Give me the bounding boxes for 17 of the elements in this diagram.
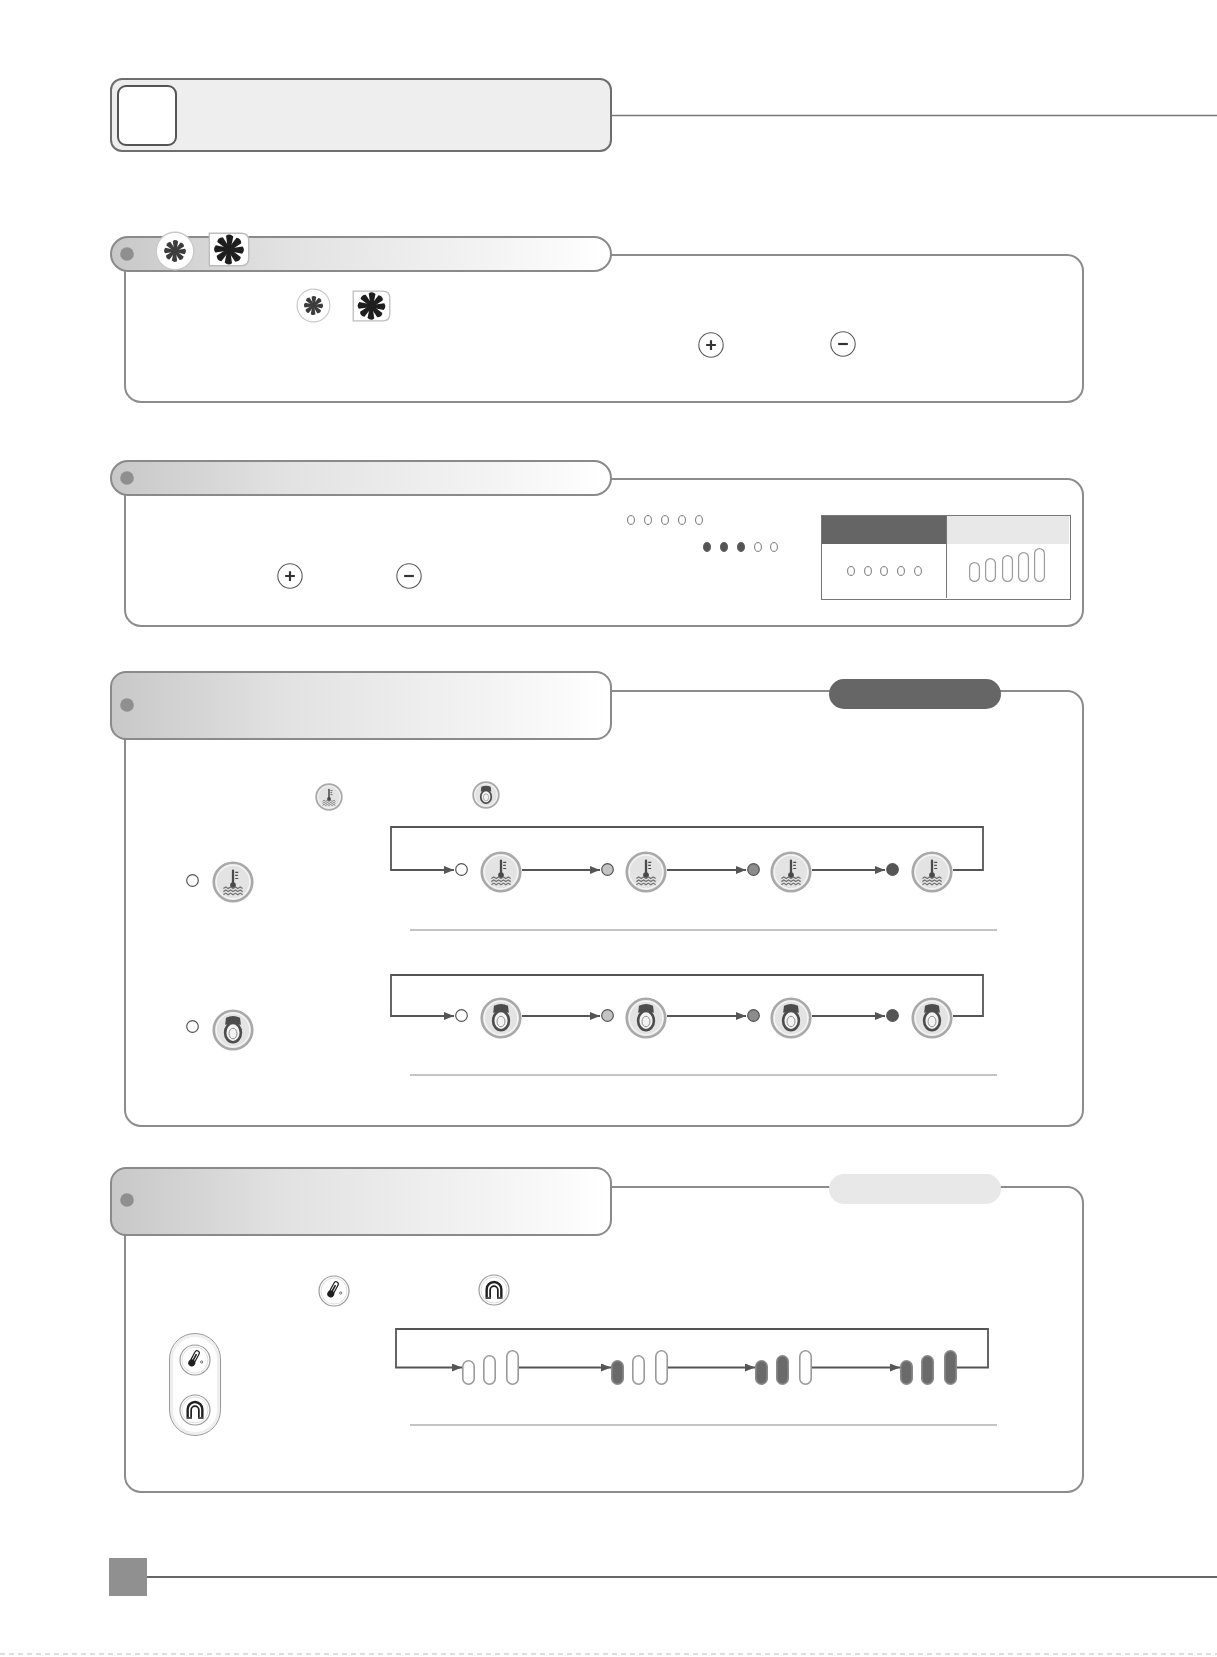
flow-arrow — [667, 1363, 756, 1372]
section-panel — [110, 671, 1084, 1127]
flow-arrow — [811, 1012, 886, 1020]
section-panel — [110, 460, 1084, 627]
flow-arrow — [521, 1012, 601, 1020]
section-panel — [110, 1167, 1084, 1493]
flow-arrow — [666, 1012, 747, 1020]
loop-arrow — [390, 974, 984, 1020]
section-tab — [829, 679, 1001, 709]
loop-arrow — [395, 1328, 989, 1372]
flow-arrow — [521, 866, 601, 874]
flow-arrow — [518, 1363, 612, 1372]
section-tab — [829, 1174, 1001, 1204]
flow-arrow — [666, 866, 747, 874]
flow-arrow — [811, 866, 886, 874]
loop-arrow — [390, 826, 984, 874]
flow-arrow — [811, 1363, 901, 1372]
